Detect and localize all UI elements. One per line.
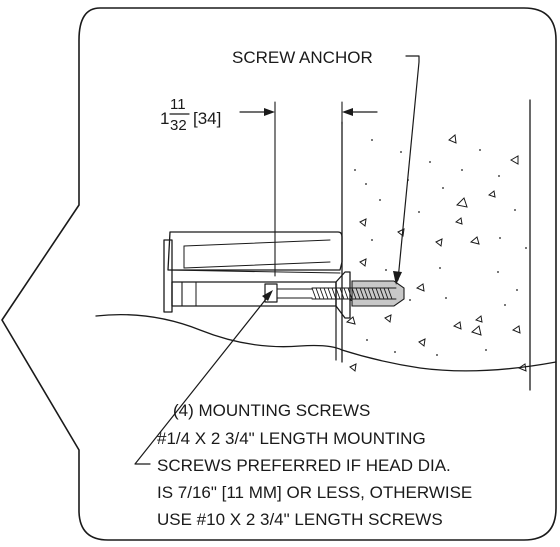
dimension-whole: 1 (160, 109, 169, 128)
concrete-wall (341, 99, 531, 400)
dimension-label: 1 11 32 [34] (160, 96, 221, 134)
screw-head (264, 283, 278, 303)
note-line-3: SCREWS PREFERRED IF HEAD DIA. (157, 456, 451, 475)
concrete-aggregate (345, 134, 527, 372)
screw-anchor-leader (393, 55, 420, 285)
note-line-5: USE #10 X 2 3/4" LENGTH SCREWS (157, 510, 443, 529)
note-line-1: (4) MOUNTING SCREWS (173, 401, 370, 420)
note-line-2: #1/4 X 2 3/4" LENGTH MOUNTING (157, 429, 426, 448)
screw-thread (311, 287, 393, 300)
screw-anchor (311, 280, 405, 307)
dimension-denominator: 32 (170, 117, 187, 134)
mounting-screws-leader (134, 290, 273, 465)
mounting-screws-note: (4) MOUNTING SCREWS #1/4 X 2 3/4" LENGTH… (157, 401, 472, 529)
dimension-marks (239, 101, 378, 277)
callout-bubble-outline (1, 7, 557, 541)
dimension-metric: [34] (193, 109, 221, 128)
screw-anchor-label: SCREW ANCHOR (232, 48, 373, 67)
note-line-4: IS 7/16" [11 MM] OR LESS, OTHERWISE (157, 483, 472, 502)
break-line-ground (95, 314, 557, 372)
fixture-body (163, 231, 351, 361)
dimension-numerator: 11 (170, 96, 186, 113)
